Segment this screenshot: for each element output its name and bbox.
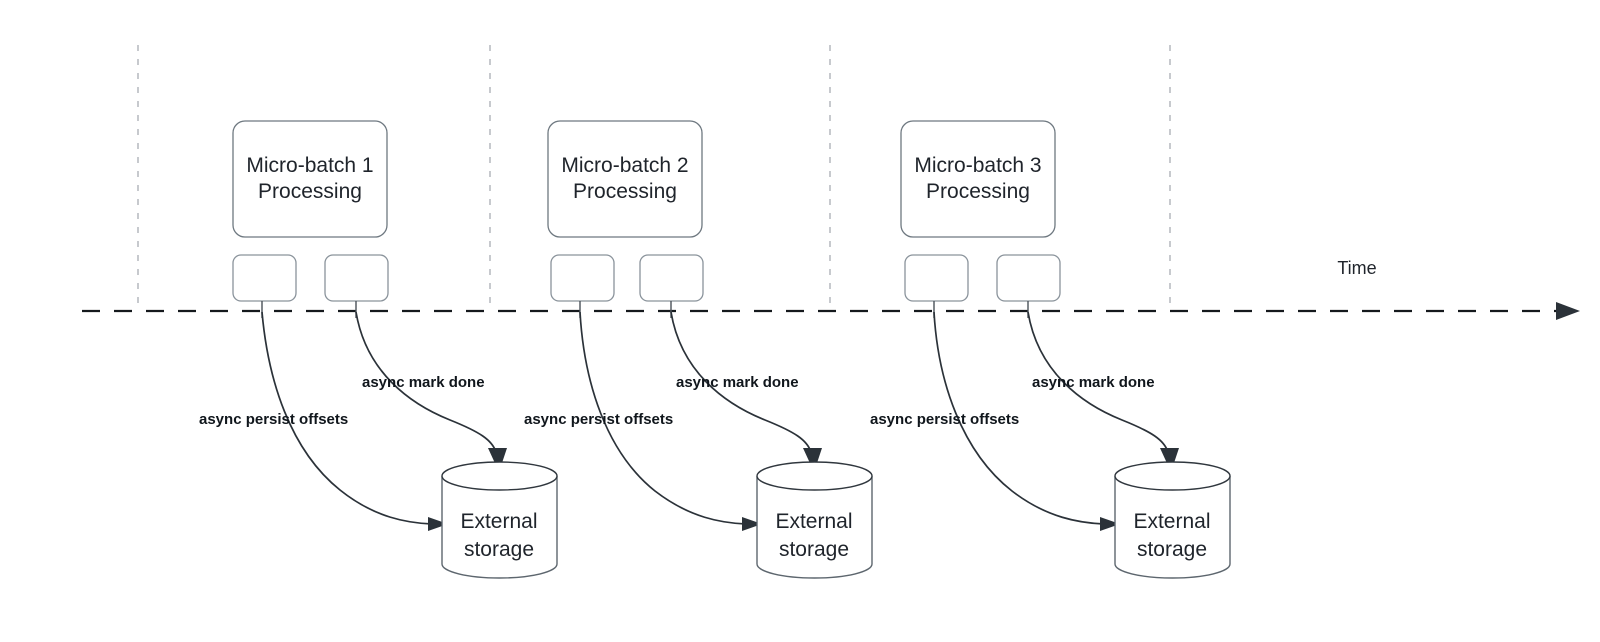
micro-batch-2-persist-label: async persist offsets [524,411,673,428]
group-1 [232,120,558,579]
external-storage-2-label-line1: External [775,510,852,533]
micro-batch-1-label-line2: Processing [258,180,362,203]
micro-batch-2-persist-arrowhead [742,517,762,531]
micro-batch-3-markdone-arrowhead [1160,448,1179,472]
micro-batch-2-box[interactable] [547,120,703,238]
external-storage-3[interactable] [1114,461,1231,579]
micro-batch-3-label-line2: Processing [926,180,1030,203]
external-storage-2-top [756,461,873,491]
micro-batch-2-markdone-label: async mark done [676,374,799,391]
micro-batch-3-markdone-arrow-path [1027,311,1169,453]
external-storage-3-top [1114,461,1231,491]
micro-batch-1-persist-label: async persist offsets [199,411,348,428]
group-2 [547,120,873,579]
micro-batch-1-persist-task-box[interactable] [232,254,297,302]
external-storage-2-body [756,476,873,579]
micro-batch-2-persist-arrow-path [579,311,747,525]
micro-batch-3-box[interactable] [900,120,1056,238]
micro-batch-3-markdone-label: async mark done [1032,374,1155,391]
micro-batch-2-markdone-arrowhead [803,448,822,472]
micro-batch-3-persist-arrow-path [933,311,1105,525]
micro-batch-3-persist-task-box[interactable] [904,254,969,302]
time-axis-arrowhead [1556,302,1580,320]
micro-batch-3-persist-label: async persist offsets [870,411,1019,428]
micro-batch-1-markdone-arrow-path [355,311,497,453]
micro-batch-3-markdone-task-box[interactable] [996,254,1061,302]
micro-batch-2-label-line1: Micro-batch 2 [561,154,688,177]
external-storage-1-label-line1: External [460,510,537,533]
micro-batch-1-markdone-label: async mark done [362,374,485,391]
micro-batch-1-persist-arrowhead [428,517,448,531]
micro-batch-1-markdone-arrowhead [488,448,507,472]
micro-batch-1-persist-arrow-path [261,311,433,525]
group-3 [900,120,1231,579]
micro-batch-1-box[interactable] [232,120,388,238]
separator-lines [137,45,1171,311]
micro-batch-2-persist-task-box[interactable] [550,254,615,302]
micro-batch-1-markdone-task-box[interactable] [324,254,389,302]
time-axis [82,302,1580,320]
external-storage-3-body [1114,476,1231,579]
external-storage-1[interactable] [441,461,558,579]
external-storage-3-label-line1: External [1133,510,1210,533]
micro-batch-2-label-line2: Processing [573,180,677,203]
time-axis-label: Time [1337,258,1376,278]
external-storage-1-body [441,476,558,579]
external-storage-2-label-line2: storage [779,538,849,561]
micro-batch-1-label-line1: Micro-batch 1 [246,154,373,177]
external-storage-3-label-line2: storage [1137,538,1207,561]
micro-batch-2-markdone-task-box[interactable] [639,254,704,302]
external-storage-1-top [441,461,558,491]
external-storage-2[interactable] [756,461,873,579]
micro-batch-3-label-line1: Micro-batch 3 [914,154,1041,177]
micro-batch-2-markdone-arrow-path [670,311,812,453]
external-storage-1-label-line2: storage [464,538,534,561]
micro-batch-3-persist-arrowhead [1100,517,1120,531]
